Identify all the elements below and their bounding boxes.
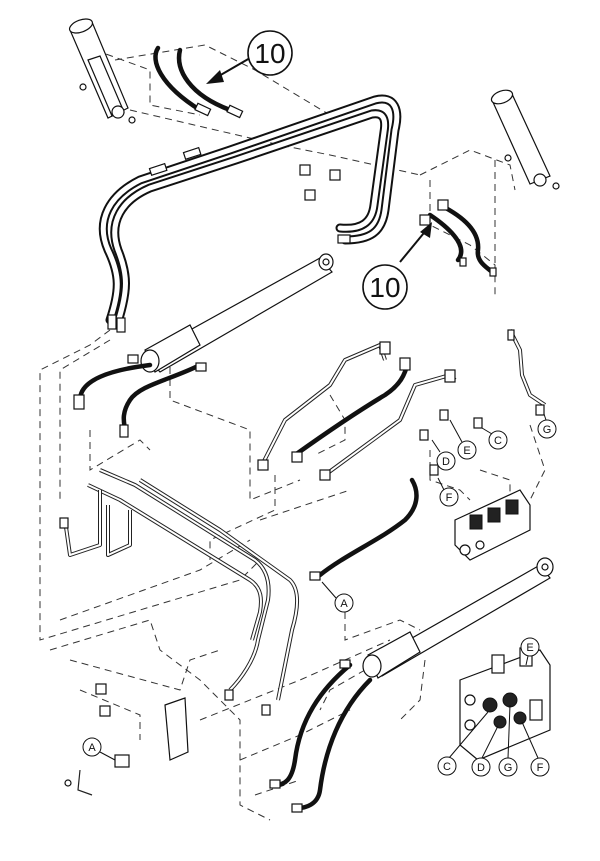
- middle-lift-cylinder: [140, 253, 334, 373]
- port-d-upper-label: D: [442, 456, 450, 468]
- port-callout-d-upper: D: [431, 439, 456, 471]
- valve-e-label: E: [526, 642, 533, 654]
- port-e-upper-label: E: [463, 445, 470, 457]
- callout-10-upper-label: 10: [254, 38, 285, 69]
- valve-callout-d: D: [471, 725, 499, 777]
- port-callout-a-main: A: [321, 581, 354, 613]
- port-a-lower-label: A: [88, 742, 96, 754]
- valve-callout-c: C: [437, 711, 489, 776]
- callout-10-lower-label: 10: [369, 272, 400, 303]
- lower-left-bracket: [64, 697, 189, 796]
- port-callouts: D E C G F A A: [82, 413, 557, 777]
- hydraulic-hoses: [77, 45, 495, 811]
- lower-lift-cylinder: [362, 557, 554, 679]
- upper-left-cylinder: [68, 18, 136, 124]
- main-control-valve: [454, 489, 531, 561]
- port-callout-g-upper: G: [537, 413, 557, 439]
- valve-callout-f: F: [521, 721, 550, 777]
- port-a-main-label: A: [340, 598, 348, 610]
- upper-right-cylinder: [490, 89, 560, 190]
- port-callout-e-upper: E: [449, 419, 477, 460]
- port-callout-c-upper: C: [481, 427, 508, 450]
- valve-f-label: F: [537, 762, 544, 774]
- valve-callout-e: E: [520, 637, 540, 666]
- port-f-upper-label: F: [446, 492, 453, 504]
- detail-control-valve: [459, 647, 551, 761]
- hose-fittings: [59, 102, 545, 813]
- port-c-upper-label: C: [494, 435, 502, 447]
- valve-g-label: G: [504, 762, 513, 774]
- port-callout-f-upper: F: [437, 477, 459, 507]
- port-g-upper-label: G: [543, 424, 552, 436]
- port-callout-a-lower: A: [82, 737, 116, 761]
- valve-c-label: C: [443, 761, 451, 773]
- valve-callout-g: G: [498, 704, 518, 777]
- valve-d-label: D: [477, 762, 485, 774]
- callout-10-lower: 10: [362, 222, 432, 310]
- callout-10-upper: 10: [206, 30, 293, 84]
